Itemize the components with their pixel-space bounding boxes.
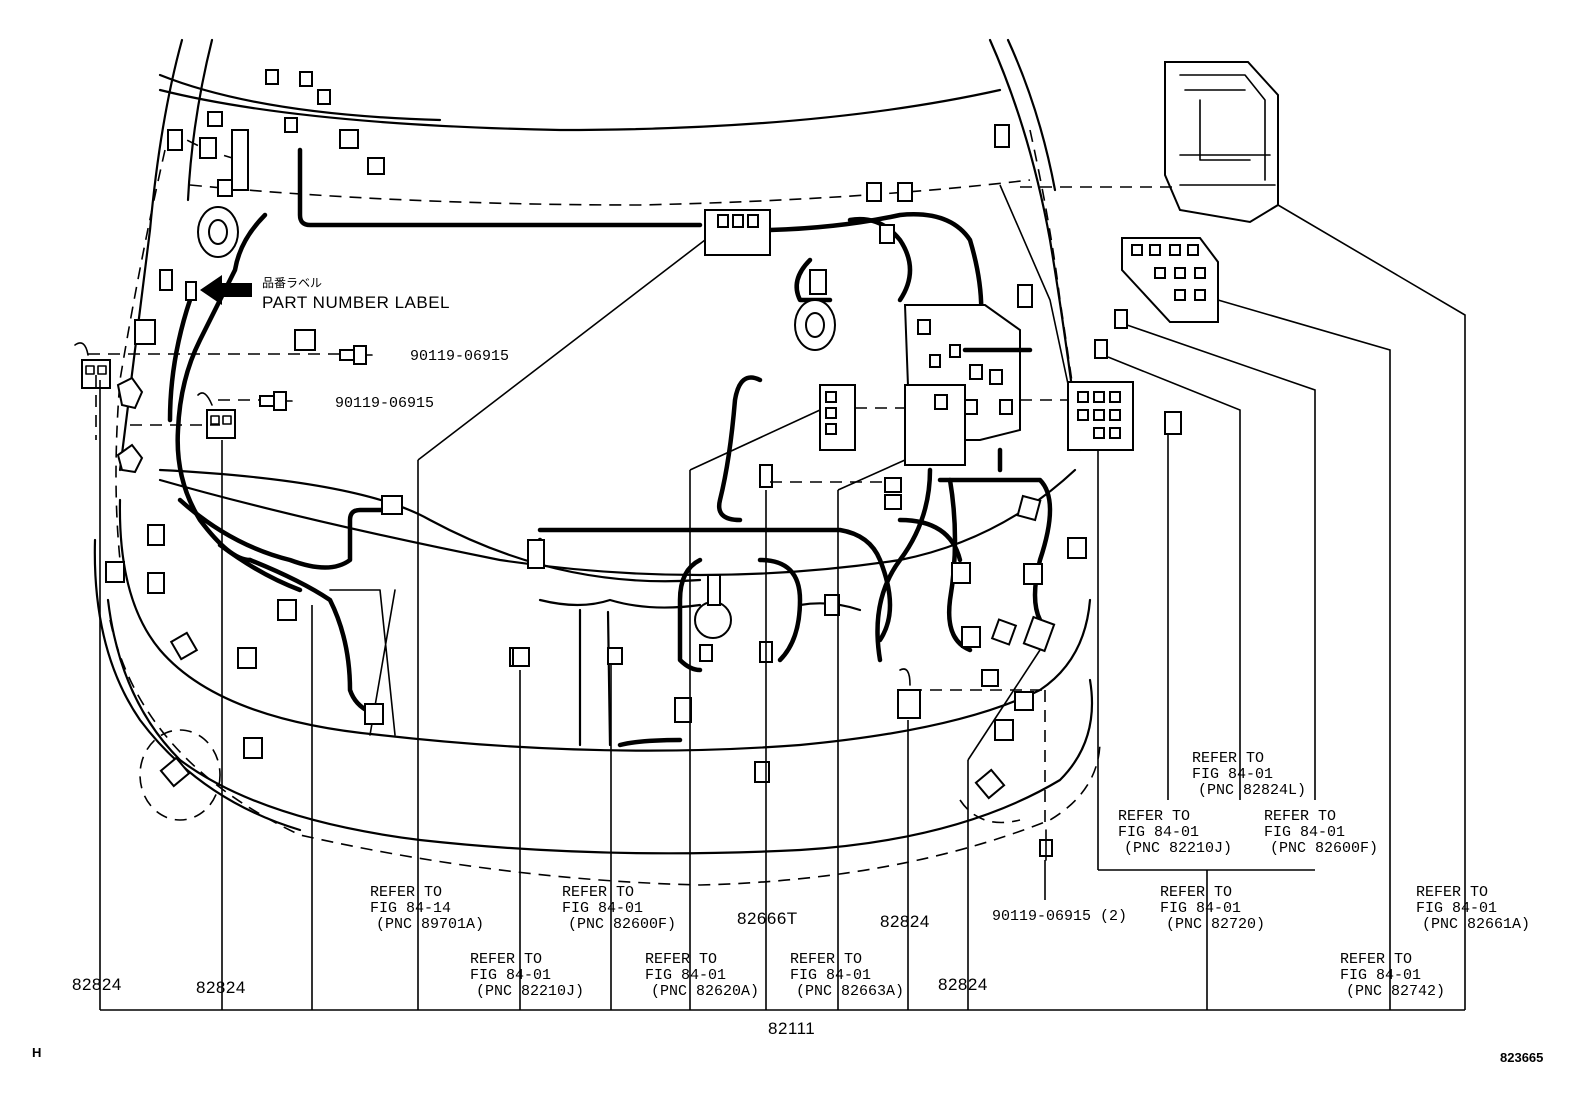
svg-text:(PNC 82661A): (PNC 82661A) [1422, 916, 1530, 933]
svg-text:FIG 84-01: FIG 84-01 [1416, 900, 1497, 917]
part-82824-d: 82824 [938, 975, 988, 994]
svg-text:FIG 84-01: FIG 84-01 [645, 967, 726, 984]
svg-text:FIG 84-01: FIG 84-01 [1340, 967, 1421, 984]
refer-note: REFER TO FIG 84-01 (PNC 82600F) [562, 884, 676, 933]
svg-text:REFER TO: REFER TO [1340, 951, 1412, 968]
svg-text:REFER TO: REFER TO [1118, 808, 1190, 825]
svg-text:(PNC 82210J): (PNC 82210J) [1124, 840, 1232, 857]
refer-note: REFER TO FIG 84-01 (PNC 82742) [1340, 951, 1445, 1000]
part-label-arrow [185, 275, 252, 305]
refer-note: REFER TO FIG 84-01 (PNC 82600F) [1264, 808, 1378, 857]
svg-text:FIG 84-01: FIG 84-01 [562, 900, 643, 917]
bolts [259, 345, 373, 411]
part-82824-a: 82824 [72, 975, 122, 994]
svg-text:REFER TO: REFER TO [645, 951, 717, 968]
svg-text:FIG 84-01: FIG 84-01 [790, 967, 871, 984]
harness-wires [167, 147, 1053, 748]
refer-note: REFER TO FIG 84-01 (PNC 82663A) [790, 951, 904, 1000]
svg-text:REFER TO: REFER TO [562, 884, 634, 901]
svg-text:(PNC 89701A): (PNC 89701A) [376, 916, 484, 933]
grommets [197, 206, 836, 639]
refer-note: REFER TO FIG 84-01 (PNC 82210J) [470, 951, 584, 1000]
side-clips [74, 342, 1056, 861]
svg-text:FIG 84-01: FIG 84-01 [1192, 766, 1273, 783]
svg-text:(PNC 82720): (PNC 82720) [1166, 916, 1265, 933]
bolt-label-1: 90119-06915 [410, 348, 509, 365]
refer-note: REFER TO FIG 84-01 (PNC 82210J) [1118, 808, 1232, 857]
svg-text:REFER TO: REFER TO [1264, 808, 1336, 825]
corner-code-left: H [32, 1045, 41, 1060]
relay-blocks [512, 61, 1279, 667]
svg-text:REFER TO: REFER TO [1160, 884, 1232, 901]
connectors [105, 69, 1087, 800]
svg-text:FIG 84-01: FIG 84-01 [1118, 824, 1199, 841]
svg-text:REFER TO: REFER TO [790, 951, 862, 968]
part-82824-c: 82824 [880, 912, 930, 931]
body-outline [93, 38, 1101, 886]
refer-note: REFER TO FIG 84-01 (PNC 82824L) [1192, 750, 1306, 799]
part-82666T: 82666T [737, 909, 798, 928]
svg-text:(PNC 82742): (PNC 82742) [1346, 983, 1445, 1000]
dashed-links [88, 186, 1180, 830]
part-82111: 82111 [768, 1019, 815, 1038]
svg-text:REFER TO: REFER TO [470, 951, 542, 968]
part-label-en: PART NUMBER LABEL [262, 293, 450, 312]
bolt-label-2: 90119-06915 [335, 395, 434, 412]
part-82824-b: 82824 [196, 978, 246, 997]
svg-text:REFER TO: REFER TO [1416, 884, 1488, 901]
svg-text:REFER TO: REFER TO [1192, 750, 1264, 767]
svg-text:(PNC 82210J): (PNC 82210J) [476, 983, 584, 1000]
refer-note: REFER TO FIG 84-14 (PNC 89701A) [370, 884, 484, 933]
svg-text:FIG 84-01: FIG 84-01 [1264, 824, 1345, 841]
refer-note: REFER TO FIG 84-01 (PNC 82620A) [645, 951, 759, 1000]
refer-note: REFER TO FIG 84-01 (PNC 82661A) [1416, 884, 1530, 933]
svg-text:(PNC 82824L): (PNC 82824L) [1198, 782, 1306, 799]
svg-text:REFER TO: REFER TO [370, 884, 442, 901]
svg-text:FIG 84-01: FIG 84-01 [1160, 900, 1241, 917]
part-label-jp: 品番ラベル [262, 276, 322, 290]
svg-text:(PNC 82600F): (PNC 82600F) [568, 916, 676, 933]
figure-number: 823665 [1500, 1050, 1543, 1065]
labels: 品番ラベル PART NUMBER LABEL 90119-06915 9011… [32, 276, 1543, 1065]
leader-lines [99, 204, 1466, 1011]
svg-text:(PNC 82663A): (PNC 82663A) [796, 983, 904, 1000]
svg-text:FIG 84-01: FIG 84-01 [470, 967, 551, 984]
svg-text:FIG 84-14: FIG 84-14 [370, 900, 451, 917]
bolt-label-3: 90119-06915 (2) [992, 908, 1127, 925]
refer-note: REFER TO FIG 84-01 (PNC 82720) [1160, 884, 1265, 933]
svg-text:(PNC 82600F): (PNC 82600F) [1270, 840, 1378, 857]
svg-text:(PNC 82620A): (PNC 82620A) [651, 983, 759, 1000]
